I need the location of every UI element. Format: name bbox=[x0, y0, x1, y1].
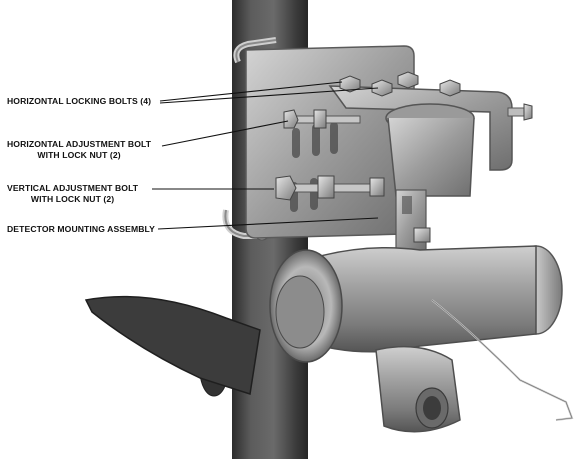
label-text-line1: VERTICAL ADJUSTMENT BOLT bbox=[7, 183, 139, 193]
leader-locking-bolts-2 bbox=[159, 87, 379, 104]
mount-lock-nut bbox=[413, 227, 431, 243]
label-vertical-adjustment-bolt: VERTICAL ADJUSTMENT BOLT WITH LOCK NUT (… bbox=[7, 183, 138, 205]
detector-body bbox=[299, 245, 537, 353]
leader-horizontal-adjustment bbox=[161, 120, 289, 147]
label-text-line2: WITH LOCK NUT (2) bbox=[30, 194, 115, 204]
sun-shield bbox=[84, 295, 261, 395]
label-text: HORIZONTAL LOCKING BOLTS (4) bbox=[7, 96, 152, 106]
pole-clamp-bottom bbox=[222, 209, 262, 239]
label-horizontal-adjustment-bolt: HORIZONTAL ADJUSTMENT BOLT WITH LOCK NUT… bbox=[7, 139, 151, 161]
pole-clamp-top bbox=[233, 37, 277, 64]
callout-leaders bbox=[152, 81, 379, 230]
label-detector-mounting-assembly: DETECTOR MOUNTING ASSEMBLY bbox=[7, 224, 155, 235]
label-text-line2: WITH LOCK NUT (2) bbox=[37, 150, 121, 160]
swivel-housing bbox=[387, 117, 475, 197]
leader-detector-mounting bbox=[157, 217, 379, 230]
label-text-line1: HORIZONTAL ADJUSTMENT BOLT bbox=[7, 139, 152, 149]
label-text: DETECTOR MOUNTING ASSEMBLY bbox=[7, 224, 155, 234]
horizontal-bracket bbox=[328, 85, 513, 171]
horizontal-adjustment-bolt bbox=[283, 109, 361, 129]
vertical-adjustment-bolt bbox=[275, 175, 385, 201]
horizontal-locking-bolt bbox=[339, 71, 461, 97]
leader-locking-bolts-1 bbox=[159, 81, 343, 102]
side-adjustment-bolt bbox=[507, 103, 533, 121]
label-horizontal-locking-bolts: HORIZONTAL LOCKING BOLTS (4) bbox=[7, 96, 151, 107]
